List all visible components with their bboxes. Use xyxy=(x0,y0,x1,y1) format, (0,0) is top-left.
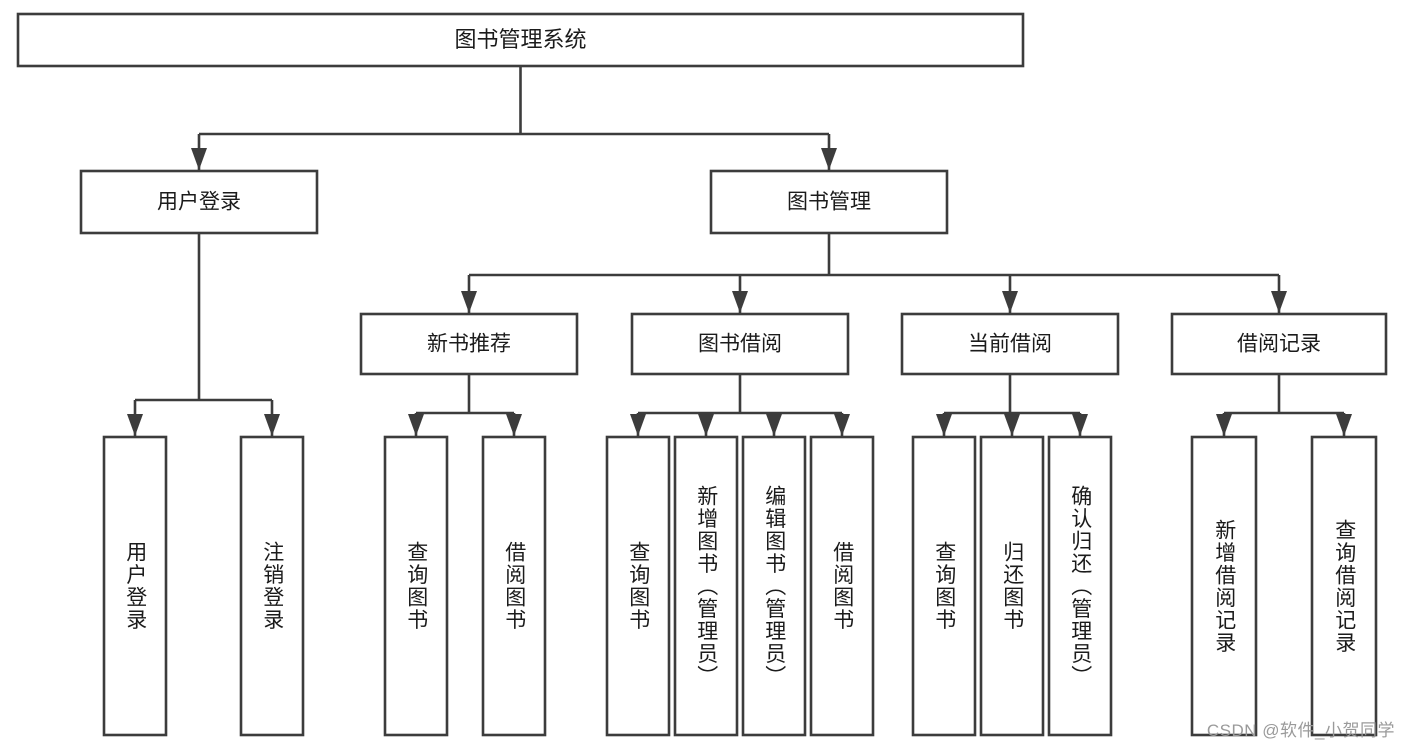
node-leaf-leaf-add-book-admin[interactable] xyxy=(673,435,739,737)
node-label: 当前借阅 xyxy=(968,333,1052,356)
arrow-head-icon xyxy=(766,414,782,436)
node-leaf-leaf-borrow-book[interactable] xyxy=(809,435,875,737)
arrow-head-icon xyxy=(1271,291,1287,313)
arrow-head-icon xyxy=(1002,291,1018,313)
arrow-head-icon xyxy=(698,414,714,436)
node-level2-0[interactable]: 用户登录 xyxy=(79,169,319,235)
node-label: 用户登录 xyxy=(157,191,241,214)
arrow-head-icon xyxy=(1004,414,1020,436)
node-root-book-management-system[interactable]: 图书管理系统 xyxy=(16,12,1025,68)
arrow-head-icon xyxy=(1336,414,1352,436)
node-label: 图书借阅 xyxy=(698,333,782,356)
arrow-head-icon xyxy=(834,414,850,436)
node-leaf-leaf-add-borrow-record[interactable] xyxy=(1190,435,1258,737)
node-label: 新书推荐 xyxy=(427,333,511,356)
arrow-head-icon xyxy=(1072,414,1088,436)
node-level3-1[interactable]: 图书借阅 xyxy=(630,312,850,376)
node-leaf-leaf-query-book-borrow[interactable] xyxy=(605,435,671,737)
arrow-head-icon xyxy=(408,414,424,436)
node-label: 借阅记录 xyxy=(1237,333,1321,356)
arrow-head-icon xyxy=(732,291,748,313)
node-leaf-leaf-return-book[interactable] xyxy=(979,435,1045,737)
node-leaf-leaf-query-book-cur[interactable] xyxy=(911,435,977,737)
watermark-text: CSDN @软件_小贺同学 xyxy=(1206,721,1395,740)
connector-lines xyxy=(127,66,1352,436)
arrow-head-icon xyxy=(1216,414,1232,436)
arrow-head-icon xyxy=(630,414,646,436)
node-leaf-leaf-query-book-rec[interactable] xyxy=(383,435,449,737)
arrow-head-icon xyxy=(936,414,952,436)
node-level3-2[interactable]: 当前借阅 xyxy=(900,312,1120,376)
node-label: 图书管理系统 xyxy=(454,27,586,52)
arrow-head-icon xyxy=(264,414,280,436)
node-level3-0[interactable]: 新书推荐 xyxy=(359,312,579,376)
arrow-head-icon xyxy=(821,148,837,170)
node-level3-3[interactable]: 借阅记录 xyxy=(1170,312,1388,376)
node-label: 图书管理 xyxy=(787,191,871,214)
node-level2-1[interactable]: 图书管理 xyxy=(709,169,949,235)
node-leaf-leaf-user-logout[interactable] xyxy=(239,435,305,737)
node-leaf-leaf-borrow-book-rec[interactable] xyxy=(481,435,547,737)
node-leaf-leaf-query-borrow-record[interactable] xyxy=(1310,435,1378,737)
arrow-head-icon xyxy=(461,291,477,313)
node-leaf-leaf-user-login[interactable] xyxy=(102,435,168,737)
arrow-head-icon xyxy=(191,148,207,170)
arrow-head-icon xyxy=(506,414,522,436)
arrow-head-icon xyxy=(127,414,143,436)
node-leaf-leaf-confirm-return-admin[interactable] xyxy=(1047,435,1113,737)
node-leaf-leaf-edit-book-admin[interactable] xyxy=(741,435,807,737)
